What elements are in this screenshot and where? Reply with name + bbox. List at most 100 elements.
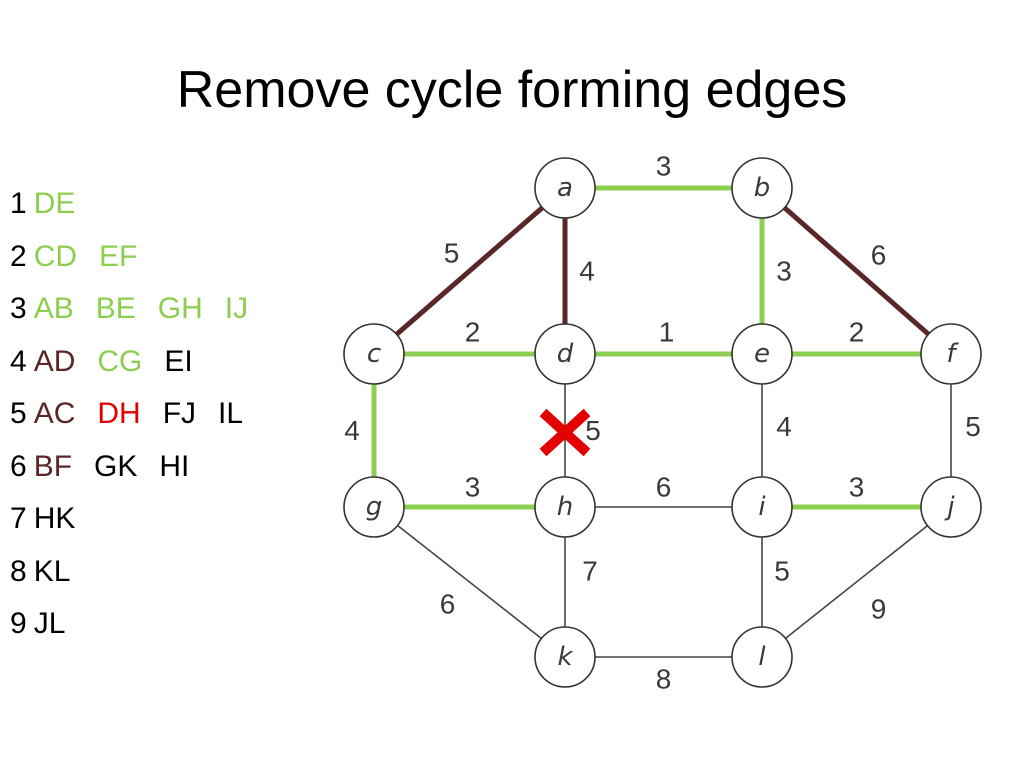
edge-weight-ab: 3: [656, 151, 672, 182]
node-circle: [534, 157, 596, 219]
node-label: c: [367, 339, 381, 369]
edge-token-be: BE: [95, 292, 136, 325]
node-j: j: [920, 476, 982, 538]
edge-weight-ad: 4: [579, 256, 595, 287]
edge-weight-number: 2: [10, 239, 27, 273]
node-label: e: [754, 339, 770, 369]
node-label: a: [557, 173, 573, 203]
removed-x-icon: [539, 408, 591, 457]
node-k: k: [534, 626, 596, 688]
edge-weight-il: 5: [774, 556, 790, 587]
edge-token-dh: DH: [97, 397, 141, 430]
edge-weight-ij: 3: [849, 472, 865, 503]
node-label: j: [944, 492, 955, 522]
edge-weight-fj: 5: [965, 411, 981, 442]
edge-token-fj: FJ: [162, 397, 197, 430]
node-circle: [343, 323, 405, 385]
edge-token-ad: AD: [33, 344, 76, 378]
edge-jl: [785, 525, 928, 639]
edge-token-cd: CD: [33, 239, 78, 273]
nodes-layer: a b c d e f g h i j k l: [343, 157, 982, 688]
slide-title: Remove cycle forming edges: [176, 61, 848, 119]
node-circle: [343, 476, 405, 538]
node-b: b: [731, 157, 793, 219]
node-circle: [534, 626, 596, 688]
edge-token-gh: GH: [157, 292, 203, 325]
edge-weight-number: 1: [10, 187, 27, 220]
edge-weight-ei: 4: [776, 411, 792, 442]
edge-weight-gk: 6: [440, 589, 456, 620]
node-e: e: [731, 323, 793, 385]
node-f: f: [920, 323, 982, 385]
edge-weight-number: 9: [10, 607, 27, 640]
node-label: l: [758, 642, 766, 672]
node-g: g: [343, 476, 405, 538]
node-label: h: [557, 492, 573, 522]
edge-token-cg: CG: [97, 344, 143, 378]
node-circle: [731, 323, 793, 385]
edge-token-jl: JL: [33, 607, 66, 640]
edge-token-ij: IJ: [224, 292, 249, 325]
edge-token-hk: HK: [33, 502, 76, 535]
edge-weight-number: 4: [10, 344, 27, 378]
node-a: a: [534, 157, 596, 219]
node-label: d: [557, 339, 574, 369]
edge-token-ab: AB: [33, 292, 74, 325]
edge-token-ef: EF: [99, 239, 138, 273]
edge-weight-kl: 8: [656, 664, 672, 695]
node-circle: [731, 476, 793, 538]
node-circle: [534, 323, 596, 385]
edge-bf: [782, 205, 931, 337]
node-circle: [534, 476, 596, 538]
node-h: h: [534, 476, 596, 538]
edge-token-ei: EI: [164, 344, 193, 378]
edge-weight-dh: 5: [585, 415, 601, 446]
node-circle: [920, 323, 982, 385]
edge-weight-number: 8: [10, 554, 27, 588]
removed-edge-mark-layer: [539, 408, 591, 457]
edge-weight-number: 6: [10, 449, 27, 483]
edge-gk: [397, 524, 542, 640]
node-circle: [920, 476, 982, 538]
edge-weight-cg: 4: [344, 415, 360, 446]
node-i: i: [731, 476, 793, 538]
edge-token-il: IL: [218, 397, 244, 430]
node-d: d: [534, 323, 596, 385]
edge-weight-de: 1: [659, 317, 675, 348]
edge-weight-be: 3: [776, 256, 792, 287]
edge-weight-ac: 5: [444, 238, 460, 269]
edge-weight-hi: 6: [656, 472, 672, 503]
node-circle: [731, 157, 793, 219]
edge-weights-layer: 3 5 4 3 6 2 1 2 4 5 4 5 3 6 3 6 7 5 9 8: [344, 151, 981, 695]
edge-token-bf: BF: [33, 449, 73, 483]
node-label: b: [754, 173, 771, 203]
edge-token-hi: HI: [159, 449, 190, 483]
edge-ac: [395, 205, 544, 337]
node-c: c: [343, 323, 405, 385]
edge-weight-gh: 3: [465, 472, 481, 503]
edge-weight-ef: 2: [849, 317, 865, 348]
edge-weight-jl: 9: [871, 594, 887, 625]
node-circle: [731, 626, 793, 688]
node-label: i: [758, 492, 766, 522]
edge-token-gk: GK: [94, 449, 138, 483]
node-l: l: [731, 626, 793, 688]
edge-weight-number: 3: [10, 292, 27, 325]
node-label: g: [366, 492, 383, 522]
node-label: k: [557, 642, 573, 672]
edge-weight-cd: 2: [465, 317, 481, 348]
edge-weight-number: 7: [10, 502, 27, 535]
edges-layer: [371, 185, 952, 658]
edge-weight-hk: 7: [582, 556, 598, 587]
edge-token-ac: AC: [33, 397, 76, 430]
edge-token-de: DE: [33, 187, 76, 220]
edge-weight-bf: 6: [871, 240, 887, 271]
